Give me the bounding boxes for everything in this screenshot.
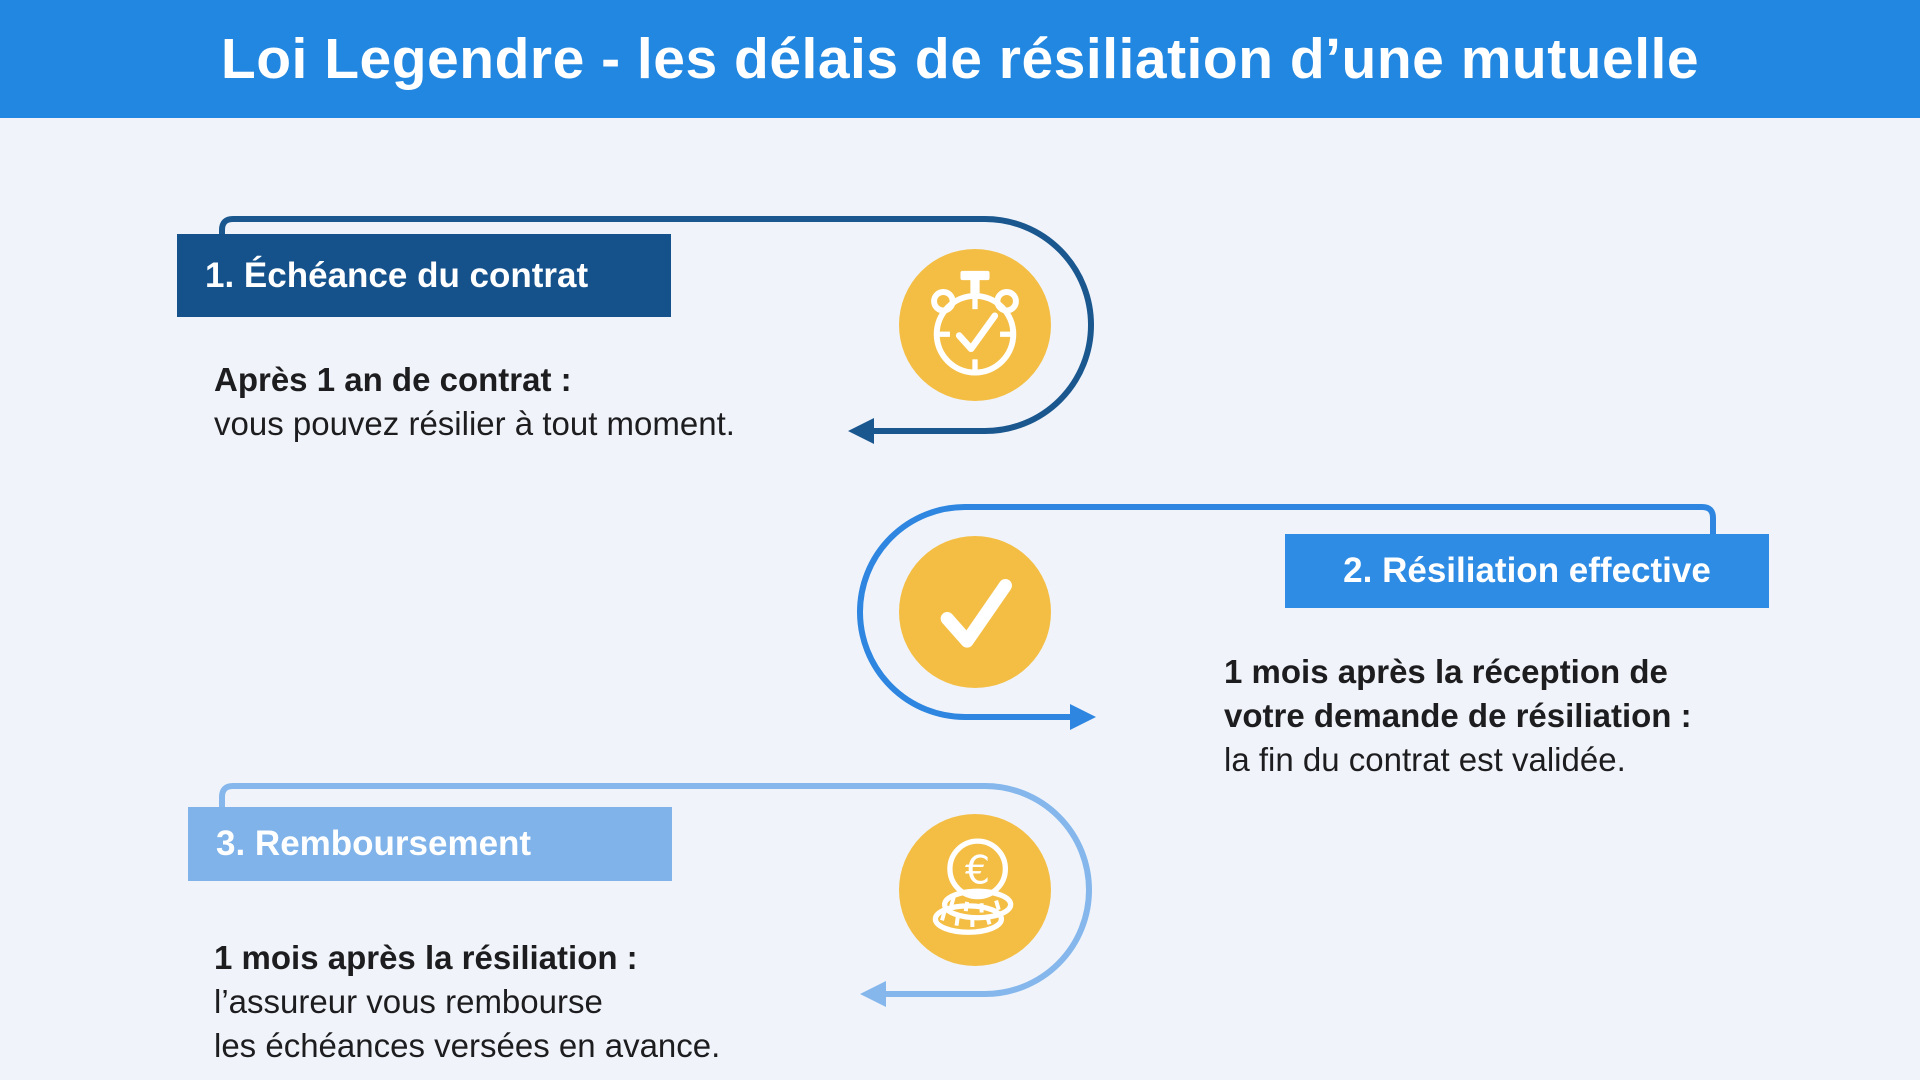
step3-badge: 3. Remboursement [188, 807, 672, 881]
step1-badge-label: 1. Échéance du contrat [205, 255, 589, 295]
step3-connector-path [219, 783, 1092, 997]
step2-line1: 1 mois après la réception de [1224, 653, 1668, 690]
step3-line3: les échéances versées en avance. [214, 1027, 721, 1064]
step3-badge-label: 3. Remboursement [216, 824, 532, 863]
header-bar: Loi Legendre - les délais de résiliation… [0, 0, 1920, 118]
step1-badge: 1. Échéance du contrat [177, 234, 671, 317]
step2-arrowhead [1070, 704, 1096, 730]
step1-connector-path [219, 216, 1094, 434]
step2-badge: 2. Résiliation effective [1285, 534, 1769, 608]
coins-euro-icon-svg: € [932, 838, 1014, 935]
step1-arrowhead [848, 418, 874, 444]
svg-text:€: € [965, 847, 990, 893]
stopwatch-icon-svg [931, 270, 1019, 376]
step1-line2: vous pouvez résilier à tout moment. [214, 405, 735, 442]
step3-arrowhead [860, 981, 886, 1007]
step3-line2: l’assureur vous rembourse [214, 983, 603, 1020]
coins-euro-icon: € [899, 814, 1051, 966]
stopwatch-icon [899, 249, 1051, 401]
checkmark-icon-svg [940, 579, 1012, 648]
step2-line2: votre demande de résiliation : [1224, 697, 1692, 734]
checkmark-icon [899, 536, 1051, 688]
page-title: Loi Legendre - les délais de résiliation… [220, 27, 1700, 91]
step2-connector-path [857, 504, 1716, 720]
step2-description: 1 mois après la réception de votre deman… [1224, 650, 1692, 782]
step2-badge-label: 2. Résiliation effective [1343, 551, 1711, 590]
step1-line1: Après 1 an de contrat : [214, 361, 572, 398]
step1-description: Après 1 an de contrat : vous pouvez rési… [214, 358, 735, 446]
step3-line1: 1 mois après la résiliation : [214, 939, 638, 976]
step2-line3: la fin du contrat est validée. [1224, 741, 1626, 778]
step3-description: 1 mois après la résiliation : l’assureur… [214, 936, 720, 1068]
